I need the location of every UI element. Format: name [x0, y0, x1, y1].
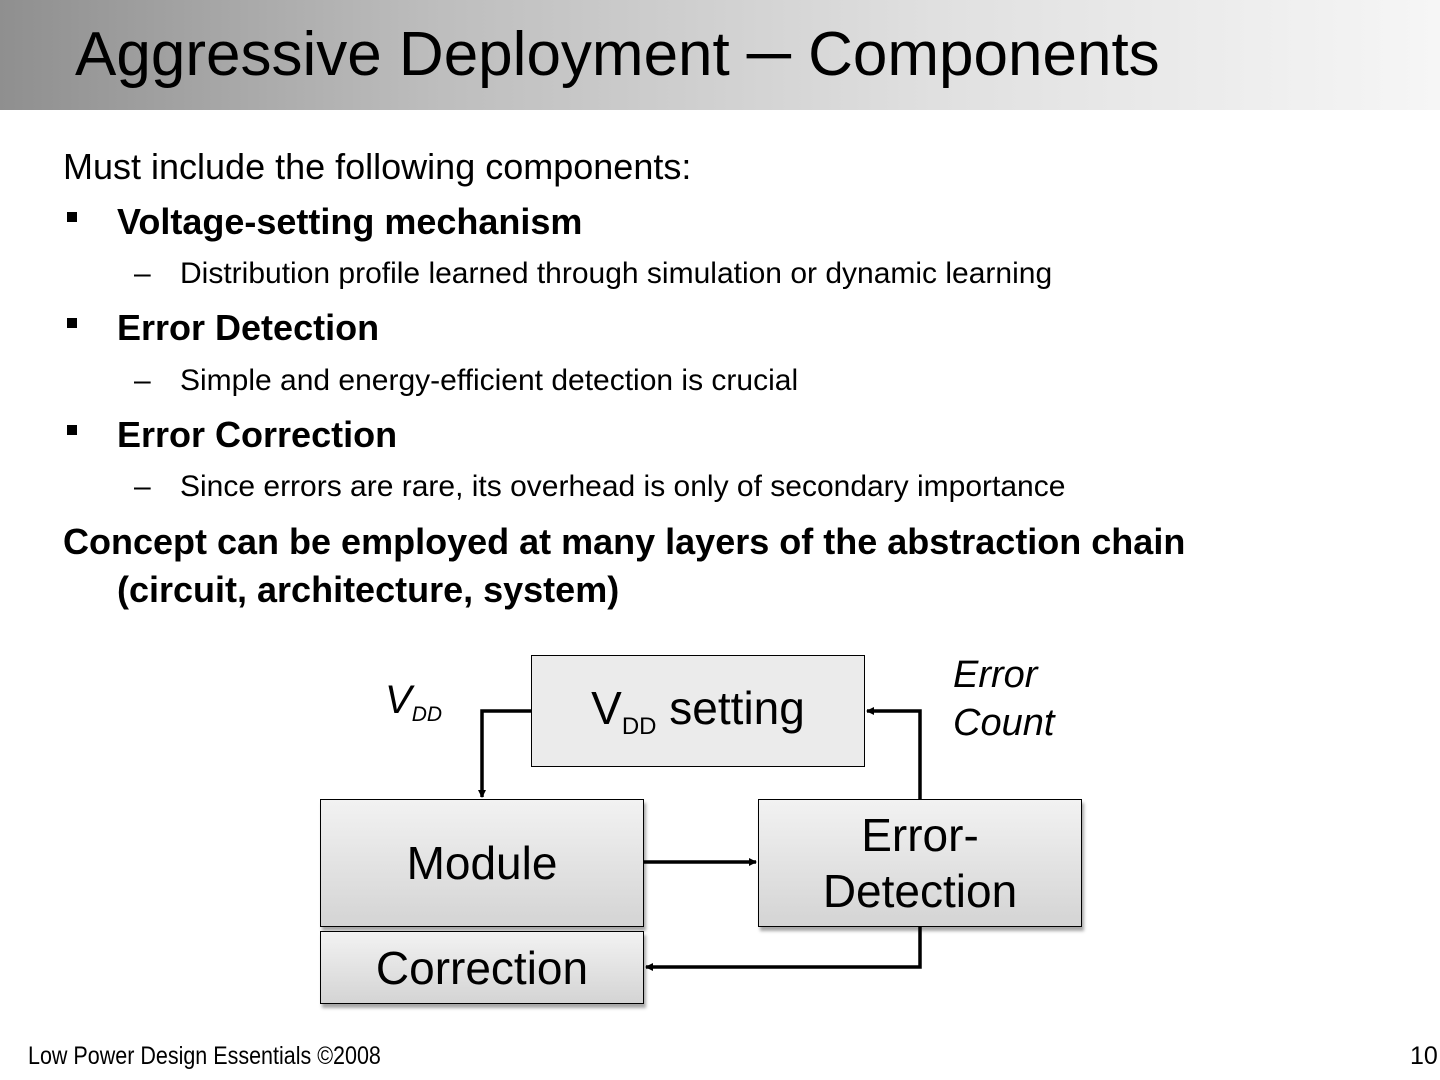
vdd-label-main: V: [385, 678, 412, 722]
correction-label: Correction: [375, 941, 589, 994]
module-box: Module: [320, 799, 644, 927]
intro-text: Must include the following components:: [63, 146, 692, 187]
bullet-square-icon: [67, 212, 77, 222]
bullet-error-correction: Error Correction: [117, 414, 398, 455]
dash-icon: –: [134, 257, 151, 290]
concept-line-2: (circuit, architecture, system): [117, 569, 620, 610]
bullet-error-detection: Error Detection: [117, 307, 380, 348]
arrow-detection-to-correction: [645, 927, 922, 971]
dash-icon: –: [134, 470, 151, 503]
vdd-box-sub: DD: [621, 713, 657, 740]
sub-bullet-correction: Since errors are rare, its overhead is o…: [180, 470, 1066, 503]
footer-text: Low Power Design Essentials ©2008: [28, 1042, 381, 1070]
vdd-setting-box: VDD setting: [531, 655, 865, 767]
bullet-voltage-setting: Voltage-setting mechanism: [117, 201, 583, 242]
vdd-box-rest: setting: [656, 682, 805, 734]
page-number: 10.: [1410, 1042, 1440, 1070]
error-detection-line-1: Error-: [861, 809, 979, 861]
module-label: Module: [406, 837, 558, 889]
bullet-square-icon: [67, 425, 77, 435]
error-detection-line-2: Detection: [822, 865, 1018, 917]
bullet-square-icon: [67, 318, 77, 328]
dash-icon: –: [134, 364, 151, 397]
vdd-label-sub: DD: [411, 703, 443, 726]
error-count-line-2: Count: [953, 702, 1055, 744]
error-count-line-1: Error: [953, 654, 1038, 696]
arrow-vdd-to-module: [478, 709, 531, 798]
vdd-box-main: V: [591, 682, 622, 734]
concept-line-1: Concept can be employed at many layers o…: [63, 521, 1186, 562]
sub-bullet-detection: Simple and energy-efficient detection is…: [180, 364, 799, 397]
arrow-detection-to-vdd: [866, 707, 922, 799]
vdd-label: VDD: [385, 678, 442, 727]
correction-box: Correction: [320, 931, 644, 1004]
sub-bullet-distribution: Distribution profile learned through sim…: [180, 257, 1053, 290]
title-bar: [0, 0, 1440, 110]
error-detection-box: Error-Detection: [758, 799, 1082, 927]
slide-title: Aggressive Deployment ─ Components: [75, 20, 1160, 89]
